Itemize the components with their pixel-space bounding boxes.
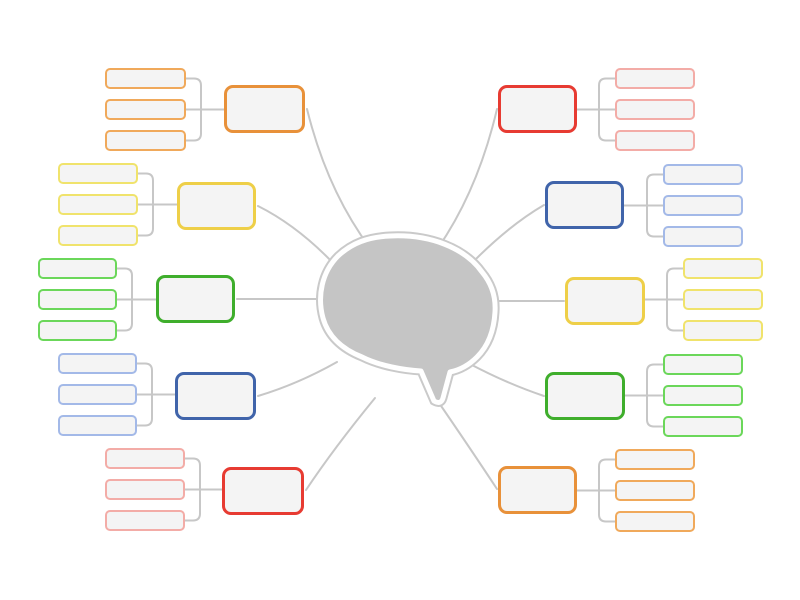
left-blue-main-node[interactable] xyxy=(175,372,256,420)
left-blue-subtopic-node[interactable] xyxy=(58,353,137,374)
right-red-branch-connector xyxy=(437,108,498,249)
left-orange-subtopic-node[interactable] xyxy=(105,68,186,89)
right-yellow-subtopic-node[interactable] xyxy=(683,258,763,279)
right-orange-subtopic-node[interactable] xyxy=(615,511,695,532)
right-orange-branch-connector xyxy=(436,399,498,490)
left-red-subtopic-node[interactable] xyxy=(105,510,185,531)
left-yellow-main-node[interactable] xyxy=(177,182,256,230)
left-blue-branch-connector xyxy=(257,361,338,397)
right-green-subtopic-node[interactable] xyxy=(663,354,743,375)
right-yellow-subtopic-node[interactable] xyxy=(683,289,763,310)
right-red-main-node[interactable] xyxy=(498,85,577,133)
right-blue-subtopic-node[interactable] xyxy=(663,164,743,185)
right-red-subtopic-node[interactable] xyxy=(615,99,695,120)
right-green-subtopic-node[interactable] xyxy=(663,416,743,437)
left-blue-subtopic-node[interactable] xyxy=(58,415,137,436)
left-yellow-subtopic-node[interactable] xyxy=(58,163,138,184)
right-orange-subtopic-node[interactable] xyxy=(615,449,695,470)
right-yellow-main-node[interactable] xyxy=(565,277,645,325)
left-orange-main-node[interactable] xyxy=(224,85,305,133)
right-yellow-subtopic-node[interactable] xyxy=(683,320,763,341)
right-orange-subtopic-node[interactable] xyxy=(615,480,695,501)
left-yellow-subtopic-node[interactable] xyxy=(58,225,138,246)
left-red-subtopic-node[interactable] xyxy=(105,479,185,500)
right-orange-main-node[interactable] xyxy=(498,466,577,514)
right-blue-main-node[interactable] xyxy=(545,181,624,229)
right-green-branch-connector xyxy=(469,363,545,397)
right-green-subtopic-node[interactable] xyxy=(663,385,743,406)
left-red-main-node[interactable] xyxy=(222,467,304,515)
left-orange-subtopic-node[interactable] xyxy=(105,130,186,151)
left-green-subtopic-node[interactable] xyxy=(38,258,117,279)
left-red-branch-connector xyxy=(305,397,376,491)
right-blue-branch-connector xyxy=(469,204,545,266)
left-yellow-subtopic-node[interactable] xyxy=(58,194,138,215)
right-blue-subtopic-node[interactable] xyxy=(663,226,743,247)
right-red-subtopic-node[interactable] xyxy=(615,68,695,89)
left-green-subtopic-node[interactable] xyxy=(38,289,117,310)
right-red-subtopic-node[interactable] xyxy=(615,130,695,151)
left-orange-branch-connector xyxy=(306,108,371,249)
left-yellow-branch-connector xyxy=(257,205,336,266)
right-blue-subtopic-node[interactable] xyxy=(663,195,743,216)
left-red-subtopic-node[interactable] xyxy=(105,448,185,469)
left-green-main-node[interactable] xyxy=(156,275,235,323)
left-orange-subtopic-node[interactable] xyxy=(105,99,186,120)
left-green-subtopic-node[interactable] xyxy=(38,320,117,341)
left-blue-subtopic-node[interactable] xyxy=(58,384,137,405)
central-topic-brain-bubble[interactable] xyxy=(318,233,498,405)
right-green-main-node[interactable] xyxy=(545,372,625,420)
